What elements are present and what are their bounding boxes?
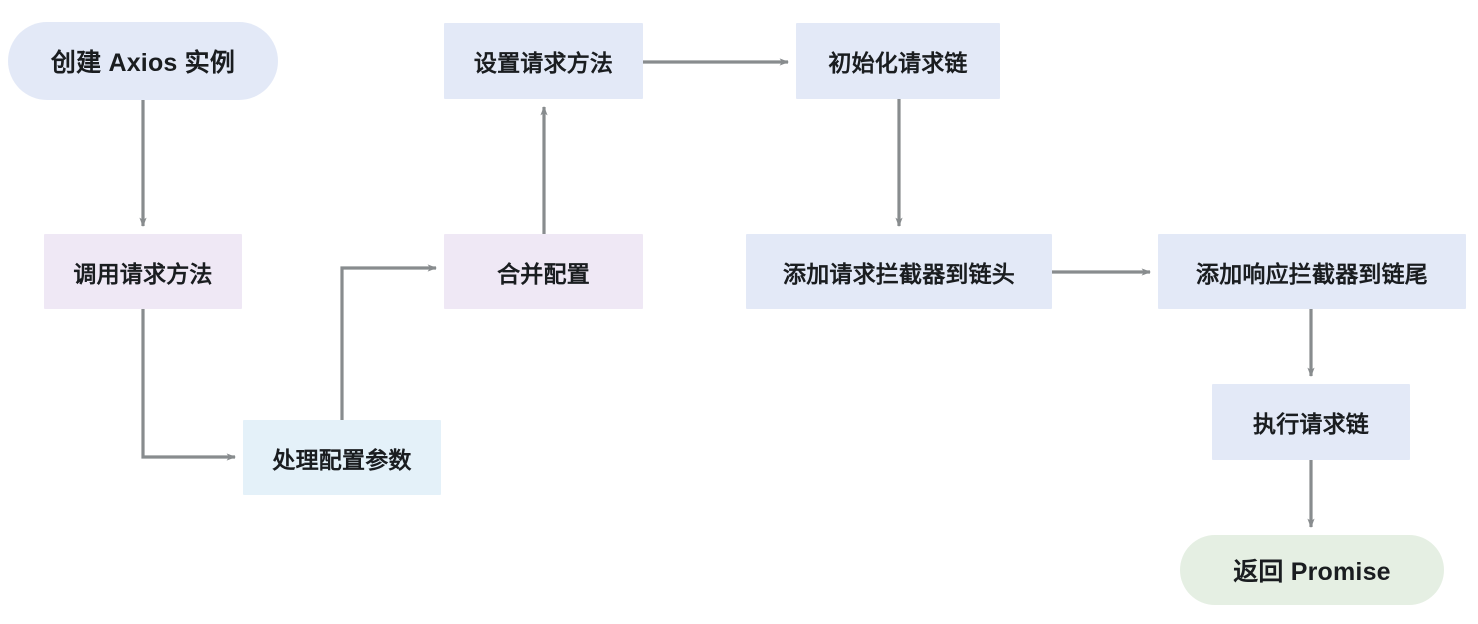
node-call-request-method[interactable]: 调用请求方法 <box>44 234 242 309</box>
edge-process-config-to-merge-config <box>340 264 438 420</box>
node-add-request-interceptor-to-chain-head[interactable]: 添加请求拦截器到链头 <box>746 234 1052 309</box>
node-merge-config[interactable]: 合并配置 <box>444 234 643 309</box>
node-process-config-params[interactable]: 处理配置参数 <box>243 420 441 495</box>
node-set-request-method[interactable]: 设置请求方法 <box>444 23 643 99</box>
node-init-request-chain[interactable]: 初始化请求链 <box>796 23 1000 99</box>
node-return-promise[interactable]: 返回 Promise <box>1180 535 1444 605</box>
node-execute-request-chain[interactable]: 执行请求链 <box>1212 384 1410 460</box>
node-add-response-interceptor-to-chain-tail[interactable]: 添加响应拦截器到链尾 <box>1158 234 1466 309</box>
edge-call-method-to-process-config <box>141 309 237 461</box>
node-create-axios-instance[interactable]: 创建 Axios 实例 <box>8 22 278 100</box>
